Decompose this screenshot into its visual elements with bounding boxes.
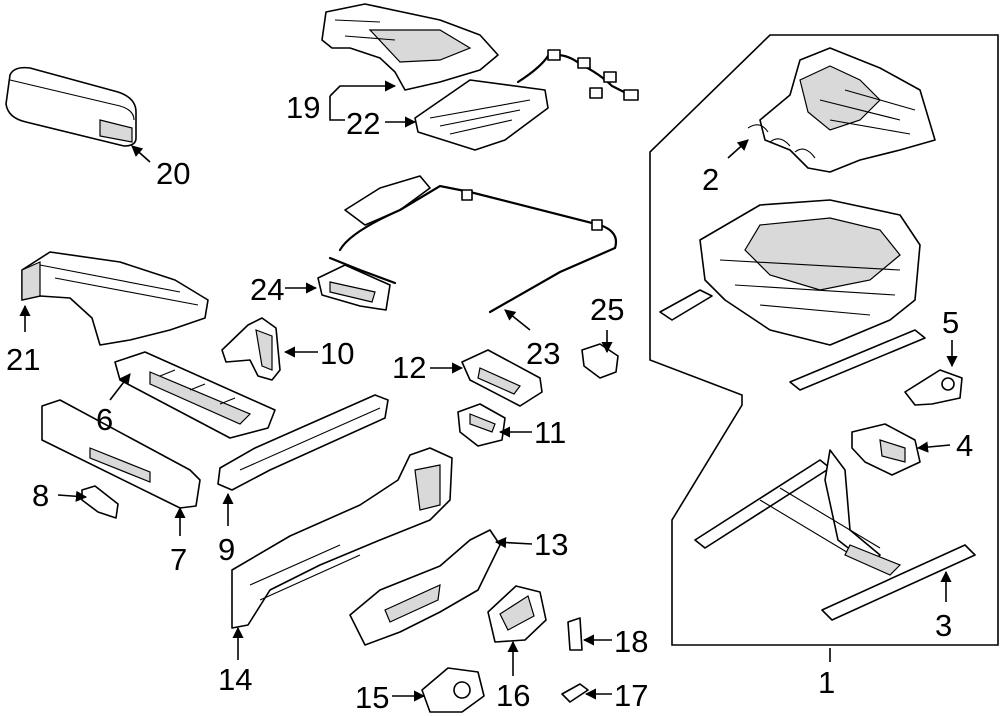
part-4-seat-motor xyxy=(851,423,921,476)
part-17-knob xyxy=(561,683,589,703)
part-23-wiring-harness xyxy=(328,175,618,314)
part-14-side-frame xyxy=(231,447,453,629)
leader-lines xyxy=(19,80,958,702)
part-11-switch xyxy=(457,403,506,447)
part-13-side-panel xyxy=(349,529,501,646)
part-2-seat-frame-upper xyxy=(747,47,936,173)
callout-20: 20 xyxy=(156,156,190,191)
callout-25: 25 xyxy=(590,292,624,327)
part-10-bracket xyxy=(221,317,281,381)
callout-5: 5 xyxy=(942,305,959,340)
callout-1: 1 xyxy=(818,665,835,700)
callout-23: 23 xyxy=(526,336,560,371)
callout-6: 6 xyxy=(96,402,113,437)
part-12-bracket xyxy=(461,349,543,407)
part-22-seat-heater xyxy=(414,49,639,151)
part-5-motor-bracket xyxy=(904,369,963,406)
part-7-side-shield xyxy=(41,399,201,509)
callout-14: 14 xyxy=(218,662,252,697)
callout-19: 19 xyxy=(286,90,320,125)
part-21-seat-cushion-pad xyxy=(21,251,209,346)
callout-24: 24 xyxy=(250,272,284,307)
callout-12: 12 xyxy=(392,350,426,385)
callout-4: 4 xyxy=(956,428,973,463)
callout-8: 8 xyxy=(32,478,49,513)
part-16-switch-module xyxy=(487,585,547,643)
part-24-lumbar-pad xyxy=(317,264,391,311)
callout-11: 11 xyxy=(534,415,566,450)
part-3-seat-track xyxy=(694,449,976,621)
part-18-knob xyxy=(567,617,583,651)
callout-13: 13 xyxy=(534,527,568,562)
callout-18: 18 xyxy=(614,624,648,659)
callout-3: 3 xyxy=(935,608,952,643)
callout-16: 16 xyxy=(496,678,530,713)
callout-2: 2 xyxy=(702,162,719,197)
callout-7: 7 xyxy=(170,542,187,577)
part-9-trim-panel xyxy=(217,394,389,491)
callout-17: 17 xyxy=(614,678,648,713)
part-19-seat-cushion xyxy=(321,3,499,91)
part-6-support-pan xyxy=(114,351,276,439)
callout-15: 15 xyxy=(355,680,389,715)
callout-9: 9 xyxy=(218,532,235,567)
callout-21: 21 xyxy=(6,342,40,377)
part-1-seat-frame-assembly xyxy=(659,199,926,391)
callout-22: 22 xyxy=(346,106,380,141)
callout-labels: 1 2 3 4 5 6 7 8 9 10 11 12 13 14 15 16 1… xyxy=(6,90,973,715)
part-20-armrest-pad xyxy=(5,66,137,147)
callout-10: 10 xyxy=(320,336,354,371)
part-15-switch xyxy=(421,667,485,713)
part-8-clip xyxy=(81,485,119,519)
assembly-boundary xyxy=(649,34,999,646)
part-25-cap xyxy=(581,343,619,379)
